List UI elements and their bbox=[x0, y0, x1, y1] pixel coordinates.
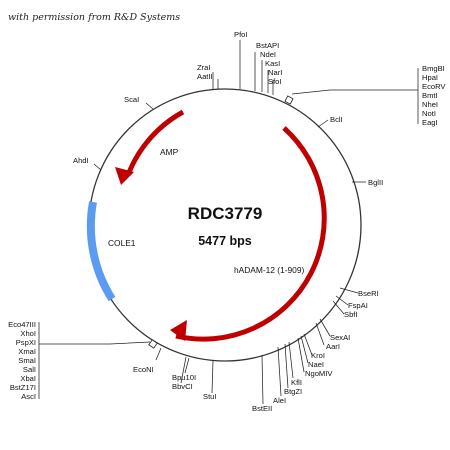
right-sites: BclI BglII BseRI FspAI SbfI SexAI AarI K… bbox=[284, 115, 383, 396]
site-label: BstAPI bbox=[256, 41, 279, 50]
amp-arrowhead bbox=[115, 167, 134, 185]
site-label: SexAI bbox=[330, 333, 350, 342]
site-label: FspAI bbox=[348, 301, 368, 310]
site-label: NheI bbox=[422, 100, 438, 109]
amp-label: AMP bbox=[160, 147, 179, 157]
site-label: SfoI bbox=[268, 77, 282, 86]
site-label: BseRI bbox=[358, 289, 379, 298]
site-label: NaeI bbox=[308, 360, 324, 369]
plasmid-name: RDC3779 bbox=[188, 204, 263, 223]
mcs-marker-bottom bbox=[148, 339, 158, 349]
site-label: BglII bbox=[368, 178, 383, 187]
site-label: BclI bbox=[330, 115, 343, 124]
site-label: BtgZI bbox=[284, 387, 302, 396]
site-label: AhdI bbox=[73, 156, 89, 165]
site-label: SbfI bbox=[344, 310, 358, 319]
site-label: EcoRV bbox=[422, 82, 446, 91]
site-label: NarI bbox=[268, 68, 282, 77]
site-label: AarI bbox=[326, 342, 340, 351]
site-label: EagI bbox=[422, 118, 438, 127]
site-label: PfoI bbox=[234, 30, 248, 39]
hadam12-arrowhead bbox=[170, 320, 187, 341]
insert-label: hADAM-12 (1-909) bbox=[234, 265, 304, 275]
site-label: AscI bbox=[21, 392, 36, 401]
plasmid-backbone bbox=[88, 88, 362, 362]
site-label: SalI bbox=[23, 365, 36, 374]
site-label: BbvCI bbox=[172, 382, 193, 391]
site-label: AatII bbox=[197, 72, 213, 81]
site-label: Bpu10I bbox=[172, 373, 196, 382]
site-label: ScaI bbox=[124, 95, 139, 104]
top-sites: PfoI BstAPI NdeI KasI NarI SfoI ZraI Aat… bbox=[124, 30, 282, 110]
credit-text: with permission from R&D Systems bbox=[8, 12, 180, 23]
site-label: NdeI bbox=[260, 50, 276, 59]
cole1-origin bbox=[86, 201, 116, 302]
site-label: SmaI bbox=[18, 356, 36, 365]
site-label: KroI bbox=[311, 351, 325, 360]
amp-arrow bbox=[125, 109, 185, 176]
site-label: Eco47III bbox=[8, 320, 36, 329]
site-label: ZraI bbox=[197, 63, 211, 72]
site-label: XmaI bbox=[18, 347, 36, 356]
site-label: BstEII bbox=[252, 404, 272, 413]
site-label: StuI bbox=[203, 392, 217, 401]
left-sites: AhdI bbox=[73, 156, 102, 171]
site-label: KasI bbox=[265, 59, 280, 68]
site-label: EcoNI bbox=[133, 365, 154, 374]
site-label: XhoI bbox=[20, 329, 36, 338]
site-label: BstZ17I bbox=[10, 383, 36, 392]
site-label: PspXI bbox=[16, 338, 36, 347]
site-label: XbaI bbox=[20, 374, 36, 383]
bottom-sites: AleI BstEII StuI Bpu10I BbvCI EcoNI bbox=[133, 346, 286, 413]
hadam12-arrow bbox=[175, 126, 327, 342]
plasmid-size: 5477 bps bbox=[198, 234, 252, 248]
site-label: NotI bbox=[422, 109, 436, 118]
site-label: BmtI bbox=[422, 91, 438, 100]
site-label: KflI bbox=[291, 378, 302, 387]
cole1-label: COLE1 bbox=[108, 238, 136, 248]
site-label: BmgBI bbox=[422, 64, 445, 73]
site-label: HpaI bbox=[422, 73, 438, 82]
right-cluster-sites: BmgBI HpaI EcoRV BmtI NheI NotI EagI bbox=[291, 64, 446, 127]
site-label: NgoMIV bbox=[305, 369, 333, 378]
left-cluster-sites: Eco47III XhoI PspXI XmaI SmaI SalI XbaI … bbox=[8, 320, 151, 401]
mcs-marker-top bbox=[284, 95, 294, 105]
site-label: AleI bbox=[273, 396, 286, 405]
